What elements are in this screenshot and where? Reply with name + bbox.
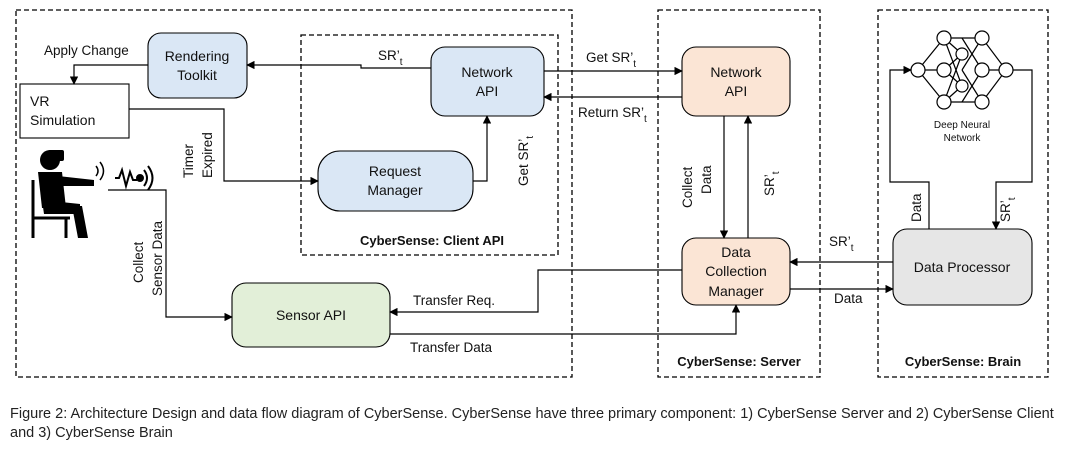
arrow-timer-expired	[129, 108, 319, 186]
label-sr-server-vertical: SR’t	[762, 171, 782, 196]
arrow-collect-sensor-data	[108, 189, 233, 322]
label-timer-expired: Timer Expired	[181, 132, 215, 178]
svg-text:VR: VR	[30, 93, 49, 109]
svg-text:Simulation: Simulation	[30, 112, 95, 128]
architecture-diagram: CyberSense: Client API CyberSense: Serve…	[15, 9, 1049, 378]
label-apply-change: Apply Change	[44, 43, 129, 58]
label-sr-client: SR’t	[378, 48, 403, 68]
brain-container	[877, 9, 1049, 378]
svg-text:Sensor API: Sensor API	[276, 307, 346, 323]
svg-text:Network: Network	[710, 64, 762, 80]
svg-text:Get SR’t: Get SR’t	[516, 136, 536, 186]
svg-text:Collect: Collect	[131, 241, 146, 283]
svg-text:Rendering: Rendering	[165, 48, 230, 64]
svg-text:Manager: Manager	[367, 182, 423, 198]
label-sr-dp: SR’t	[829, 234, 854, 254]
label-transfer-req: Transfer Req.	[413, 293, 495, 308]
data-collection-manager-box: Data Collection Manager	[681, 237, 791, 306]
neural-network-icon	[910, 30, 1014, 110]
svg-text:Expired: Expired	[200, 132, 215, 178]
arrow-sr-from-dnn	[991, 69, 1033, 230]
client-outer-container	[15, 9, 573, 378]
svg-text:Toolkit: Toolkit	[177, 67, 217, 83]
svg-text:SR’t: SR’t	[998, 197, 1018, 222]
network-api-server-box: Network API	[681, 46, 791, 117]
svg-text:Sensor Data: Sensor Data	[150, 220, 165, 296]
brain-title: CyberSense: Brain	[905, 354, 1021, 369]
server-title: CyberSense: Server	[677, 354, 801, 369]
svg-text:Data: Data	[721, 244, 751, 260]
vr-user-icon	[31, 150, 105, 238]
rendering-toolkit-box: Rendering Toolkit	[147, 32, 248, 99]
svg-text:Network: Network	[461, 64, 513, 80]
network-api-client-box: Network API	[430, 46, 545, 117]
label-return-sr: Return SR’t	[578, 105, 647, 125]
request-manager-box: Request Manager	[317, 150, 474, 212]
arrow-sr-to-rendering	[246, 60, 431, 70]
dnn-label: Deep Neural	[934, 120, 990, 131]
svg-text:Data: Data	[699, 165, 714, 194]
arrow-transfer-req	[389, 269, 682, 317]
svg-text:Manager: Manager	[708, 283, 764, 299]
arrow-apply-change	[69, 64, 148, 85]
label-sr-brain-vertical: SR’t	[998, 197, 1018, 222]
figure-caption: Figure 2: Architecture Design and data f…	[10, 406, 1054, 441]
sensor-api-box: Sensor API	[231, 282, 391, 348]
label-transfer-data: Transfer Data	[410, 340, 493, 355]
label-get-sr: Get SR’t	[586, 50, 636, 70]
svg-text:Data Processor: Data Processor	[914, 259, 1011, 275]
dnn-label: Network	[944, 133, 982, 144]
client-api-title: CyberSense: Client API	[360, 233, 504, 248]
svg-text:Collect: Collect	[680, 166, 695, 208]
label-data-brain-vertical: Data	[909, 193, 924, 222]
vr-simulation-box: VR Simulation	[19, 83, 130, 139]
svg-text:Collection: Collection	[705, 263, 766, 279]
label-data-dp: Data	[834, 291, 863, 306]
svg-text:SR’t: SR’t	[378, 48, 403, 68]
arrow-data-to-dnn	[889, 65, 930, 229]
arrow-transfer-data	[390, 304, 741, 335]
data-processor-box: Data Processor	[892, 228, 1033, 306]
svg-text:SR’t: SR’t	[762, 171, 782, 196]
label-get-sr-vertical: Get SR’t	[516, 136, 536, 186]
client-api-container	[300, 34, 559, 256]
svg-text:API: API	[725, 83, 748, 99]
svg-text:Get SR’t: Get SR’t	[586, 50, 636, 70]
svg-text:API: API	[476, 83, 499, 99]
label-collect-sensor-data: Collect Sensor Data	[131, 220, 165, 296]
svg-text:Timer: Timer	[181, 144, 196, 178]
server-container	[657, 9, 821, 378]
svg-text:Return SR’t: Return SR’t	[578, 105, 647, 125]
svg-text:SR’t: SR’t	[829, 234, 854, 254]
label-collect-data: Collect Data	[680, 165, 714, 208]
svg-text:Request: Request	[369, 163, 421, 179]
sensor-signal-icon	[115, 165, 154, 191]
arrow-get-sr-up	[473, 115, 492, 182]
